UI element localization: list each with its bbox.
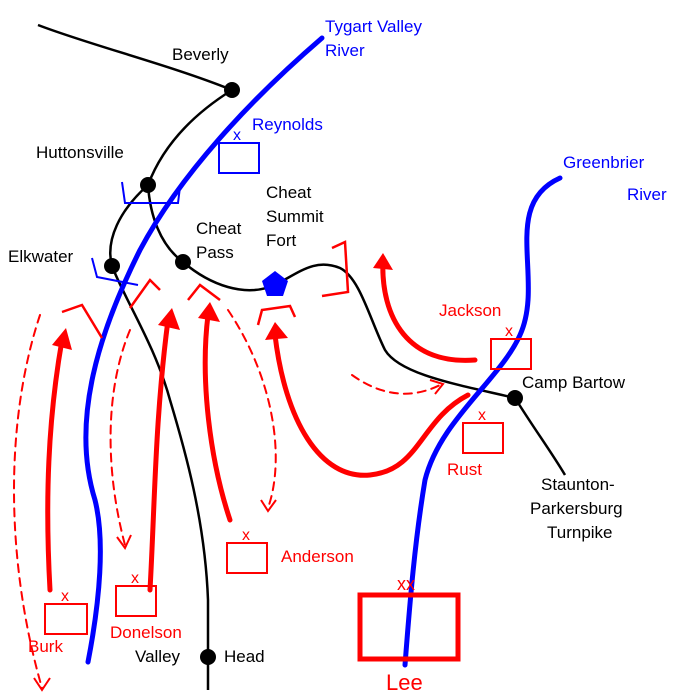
lee-label: Lee bbox=[386, 670, 423, 695]
fort-label-line2: Summit bbox=[266, 207, 324, 226]
lee-army-box[interactable] bbox=[357, 592, 461, 662]
anderson-position-bracket bbox=[187, 283, 221, 301]
turnpike-label-line2: Parkersburg bbox=[530, 499, 623, 518]
cheat-summit-fort-marker[interactable] bbox=[262, 271, 288, 296]
greenbrier-label-line1: Greenbrier bbox=[563, 153, 645, 172]
anderson-symbol: x bbox=[242, 527, 250, 544]
road-to-beverly bbox=[37, 23, 233, 92]
jackson-arrowhead bbox=[373, 253, 393, 270]
donelson-symbol: x bbox=[131, 570, 139, 587]
greenbrier-river[interactable] bbox=[402, 175, 563, 668]
rivers bbox=[83, 35, 563, 668]
camp-bartow-label: Camp Bartow bbox=[522, 373, 626, 392]
elkwater-label: Elkwater bbox=[8, 247, 74, 266]
tygart-valley-road bbox=[109, 88, 233, 690]
huttonsville-dot[interactable] bbox=[140, 177, 156, 193]
donelson-position-bracket bbox=[128, 278, 161, 309]
union-units bbox=[91, 142, 260, 286]
confederate-advances bbox=[13, 240, 478, 689]
cheat-pass-label-line2: Pass bbox=[196, 243, 234, 262]
unit-symbols: x x x x x x xx bbox=[61, 127, 513, 605]
beverly-dot[interactable] bbox=[224, 82, 240, 98]
tygart-label-line2: River bbox=[325, 41, 365, 60]
donelson-unit-box[interactable] bbox=[115, 585, 157, 617]
tygart-label-line1: Tygart Valley bbox=[325, 17, 423, 36]
valley-head-dot[interactable] bbox=[200, 649, 216, 665]
confederate-units bbox=[44, 338, 532, 662]
jackson-advance bbox=[380, 255, 478, 363]
huttonsville-union-line bbox=[121, 181, 181, 204]
donelson-label: Donelson bbox=[110, 623, 182, 642]
donelson-arrowhead bbox=[158, 308, 180, 330]
burk-dashed-arrowhead bbox=[33, 677, 51, 692]
jackson-symbol: x bbox=[505, 323, 513, 340]
anderson-advance bbox=[202, 312, 233, 523]
valley-label: Valley bbox=[135, 647, 181, 666]
burk-dashed-route bbox=[13, 314, 43, 689]
place-labels: Beverly Huttonsville Elkwater Cheat Pass… bbox=[8, 45, 626, 666]
head-label: Head bbox=[224, 647, 265, 666]
burk-unit-box[interactable] bbox=[44, 603, 88, 635]
burk-arrowhead bbox=[52, 328, 72, 350]
rust-label: Rust bbox=[447, 460, 482, 479]
jackson-label: Jackson bbox=[439, 301, 501, 320]
burk-label: Burk bbox=[28, 637, 63, 656]
elkwater-dot[interactable] bbox=[104, 258, 120, 274]
greenbrier-label-line2: River bbox=[627, 185, 667, 204]
cheat-pass-dot[interactable] bbox=[175, 254, 191, 270]
camp-bartow-dot[interactable] bbox=[507, 390, 523, 406]
towns bbox=[104, 82, 523, 665]
turnpike-label-line1: Staunton- bbox=[541, 475, 615, 494]
anderson-dashed-arrowhead bbox=[260, 499, 277, 513]
fort-label-line1: Cheat bbox=[266, 183, 312, 202]
fort-label-line3: Fort bbox=[266, 231, 297, 250]
rust-symbol: x bbox=[478, 407, 486, 424]
jackson-unit-box[interactable] bbox=[490, 338, 532, 370]
rust-advance bbox=[272, 332, 471, 478]
tygart-valley-river[interactable] bbox=[83, 35, 325, 665]
fort-north-bracket bbox=[321, 240, 350, 298]
cheat-pass-label-line1: Cheat bbox=[196, 219, 242, 238]
huttonsville-label: Huttonsville bbox=[36, 143, 124, 162]
rust-dashed-route bbox=[351, 374, 441, 395]
elkwater-union-line bbox=[91, 257, 139, 286]
rust-dashed-arrowhead bbox=[429, 379, 445, 395]
reynolds-unit-box[interactable] bbox=[218, 142, 260, 174]
burk-position-bracket bbox=[61, 303, 104, 339]
burk-advance bbox=[45, 337, 65, 593]
rust-arrowhead bbox=[265, 322, 288, 340]
burk-symbol: x bbox=[61, 588, 69, 605]
anderson-dashed-route bbox=[227, 309, 277, 509]
dashed-arrowheads bbox=[33, 379, 445, 692]
confederate-labels: Jackson Rust Anderson Donelson Burk Lee bbox=[28, 301, 501, 695]
anderson-unit-box[interactable] bbox=[226, 542, 268, 574]
donelson-dashed-arrowhead bbox=[116, 534, 132, 550]
river-labels: Tygart Valley River Greenbrier River bbox=[325, 17, 667, 204]
anderson-arrowhead bbox=[198, 302, 220, 322]
reynolds-label: Reynolds bbox=[252, 115, 323, 134]
turnpike-label-line3: Turnpike bbox=[547, 523, 613, 542]
reynolds-symbol: x bbox=[233, 127, 241, 144]
donelson-advance bbox=[147, 317, 171, 593]
lee-symbol: xx bbox=[397, 574, 415, 594]
donelson-dashed-route bbox=[109, 329, 131, 546]
fort-west-bracket bbox=[256, 304, 297, 326]
beverly-label: Beverly bbox=[172, 45, 229, 64]
rust-unit-box[interactable] bbox=[462, 422, 504, 454]
anderson-label: Anderson bbox=[281, 547, 354, 566]
arrowheads bbox=[52, 253, 393, 350]
